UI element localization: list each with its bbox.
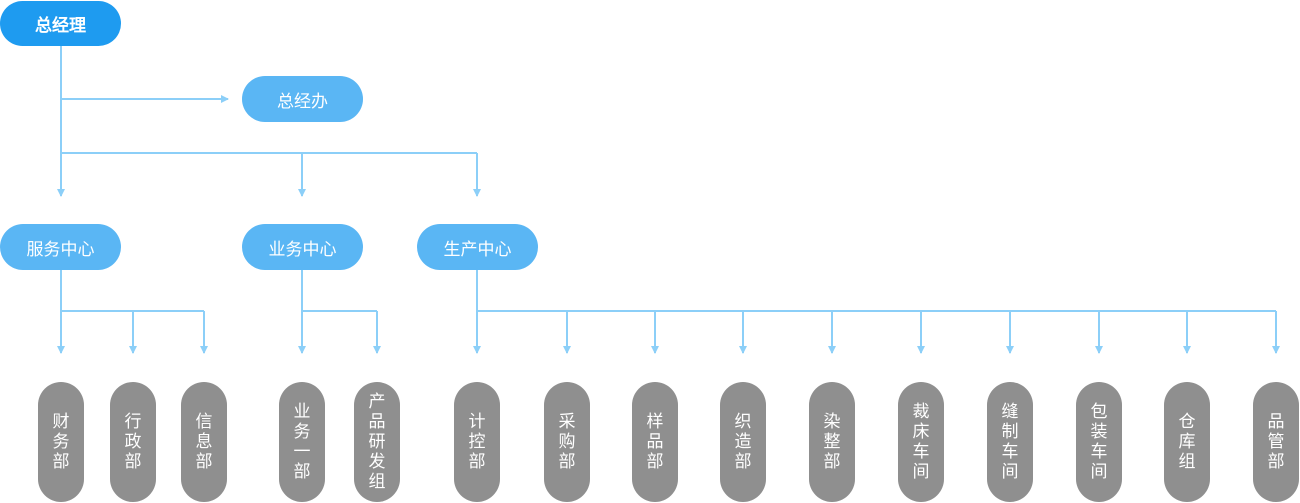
node-info[interactable]: 信息部 [181,382,227,502]
node-dyeing[interactable]: 染整部 [809,382,855,502]
node-purchasing-label: 采购部 [558,412,576,472]
node-quality[interactable]: 品管部 [1253,382,1299,502]
node-general-manager[interactable]: 总经理 [0,1,121,46]
node-cutting[interactable]: 裁床车间 [898,382,944,502]
node-admin-label: 行政部 [124,412,142,472]
node-product-rnd-label: 产品研发组 [368,392,386,492]
node-weaving-label: 织造部 [734,412,752,472]
node-business-dept-1-label: 业务一部 [293,402,311,482]
node-sewing-label: 缝制车间 [1001,402,1019,482]
node-sample-label: 样品部 [646,412,664,472]
node-service-center[interactable]: 服务中心 [0,224,121,270]
node-sample[interactable]: 样品部 [632,382,678,502]
node-finance[interactable]: 财务部 [38,382,84,502]
node-admin[interactable]: 行政部 [110,382,156,502]
node-warehouse-label: 仓库组 [1178,412,1196,472]
node-sewing[interactable]: 缝制车间 [987,382,1033,502]
node-general-office[interactable]: 总经办 [242,76,363,122]
node-warehouse[interactable]: 仓库组 [1164,382,1210,502]
node-dyeing-label: 染整部 [823,412,841,472]
node-packing[interactable]: 包装车间 [1076,382,1122,502]
node-purchasing[interactable]: 采购部 [544,382,590,502]
node-quality-label: 品管部 [1267,412,1285,472]
node-cutting-label: 裁床车间 [912,402,930,482]
node-business-dept-1[interactable]: 业务一部 [279,382,325,502]
node-planning[interactable]: 计控部 [454,382,500,502]
node-info-label: 信息部 [195,412,213,472]
node-weaving[interactable]: 织造部 [720,382,766,502]
node-product-rnd[interactable]: 产品研发组 [354,382,400,502]
node-production-center[interactable]: 生产中心 [417,224,538,270]
node-planning-label: 计控部 [468,412,486,472]
node-packing-label: 包装车间 [1090,402,1108,482]
node-business-center[interactable]: 业务中心 [242,224,363,270]
node-finance-label: 财务部 [52,412,70,472]
